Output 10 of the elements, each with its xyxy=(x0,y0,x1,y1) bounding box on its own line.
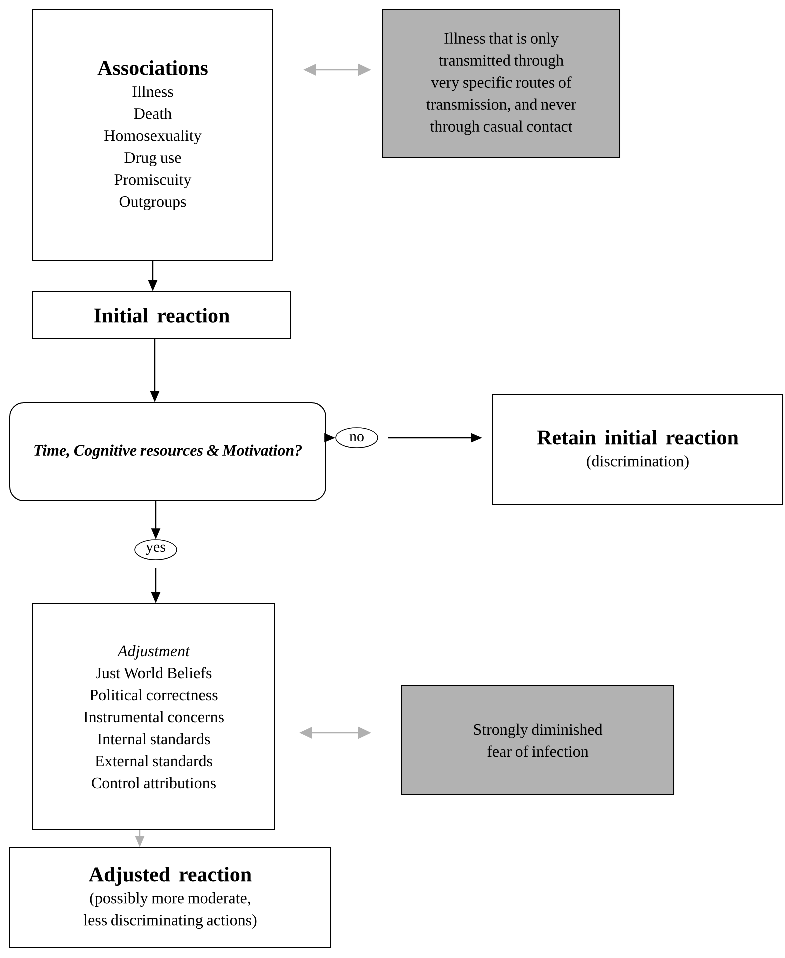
answer-oval: yes xyxy=(134,540,178,560)
shaded-box: Strongly diminished fear of infection xyxy=(402,686,674,796)
shaded-box: Illness that is only transmitted through very specific routes of transmission, and never through casual contact xyxy=(382,10,620,158)
decision-box: Time, Cognitive resources & Motivation? xyxy=(10,402,326,502)
process-box: Initial reaction xyxy=(32,292,292,340)
outcome-box: Adjusted reaction (possibly more moderate, less discriminating actions) xyxy=(10,848,332,948)
association-box: Associations Illness Death Homosexuality Drug use Promiscuity Outgroups xyxy=(32,10,274,262)
adjustment-box: Adjustment Just World Beliefs Political correctness Instrumental concerns Internal standards External standards Control attributions xyxy=(32,604,276,830)
answer-oval: no xyxy=(336,428,378,448)
outcome-box: Retain initial reaction (discrimination) xyxy=(492,394,784,506)
